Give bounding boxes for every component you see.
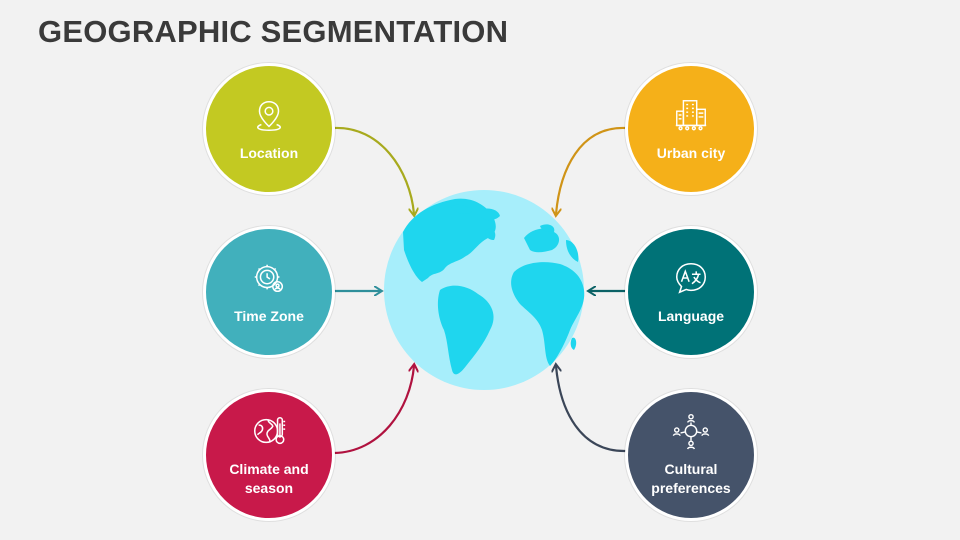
node-time-zone-label: Time Zone [234, 307, 304, 324]
clock-gear-icon [254, 264, 284, 292]
page-title: GEOGRAPHIC SEGMENTATION [38, 14, 509, 49]
node-cultural: Cultural preferences [625, 389, 757, 521]
node-time-zone: Time Zone [203, 226, 335, 358]
node-urban: Urban city [625, 63, 757, 195]
arrow-urban [556, 126, 627, 214]
translate-speech-icon [675, 262, 707, 294]
node-climate: Climate and season [203, 389, 335, 521]
node-location: Location [203, 63, 335, 195]
node-cultural-label: Cultural preferences [651, 461, 731, 496]
city-buildings-icon [675, 99, 707, 130]
globe-thermometer-icon [253, 416, 286, 445]
node-language: Language [625, 226, 757, 358]
arrow-cultural [556, 366, 627, 453]
node-climate-label: Climate and season [229, 461, 309, 496]
node-location-label: Location [239, 144, 299, 161]
node-urban-label: Urban city [656, 144, 726, 161]
map-pin-icon [257, 100, 281, 131]
arrow-location [333, 126, 414, 214]
globe-continents [403, 198, 585, 375]
node-language-label: Language [657, 307, 725, 324]
arrow-climate [333, 366, 414, 455]
people-network-icon [672, 413, 710, 450]
